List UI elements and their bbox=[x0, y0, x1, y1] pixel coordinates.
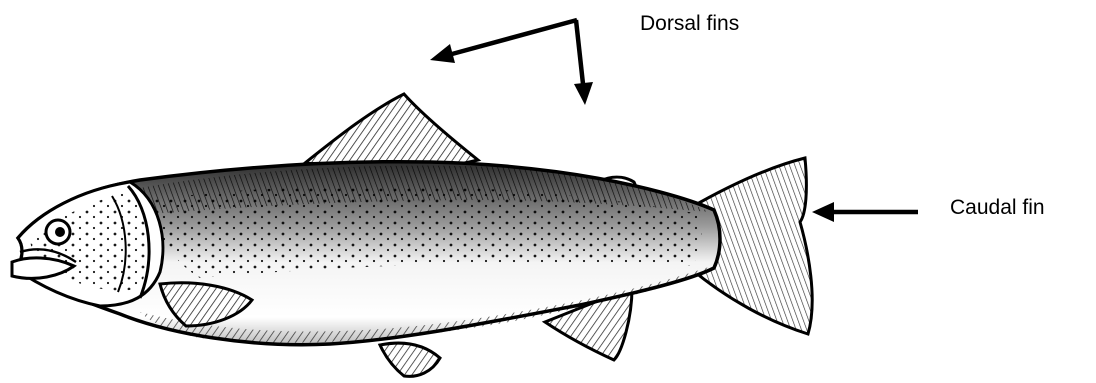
trout-illustration bbox=[12, 94, 812, 376]
caudal-arrow bbox=[812, 202, 918, 222]
pelvic-fin bbox=[380, 343, 440, 376]
fish-head bbox=[12, 182, 163, 306]
dorsal-arrow-down bbox=[574, 20, 593, 105]
dorsal-fins-label: Dorsal fins bbox=[640, 13, 739, 34]
caudal-fin-label: Caudal fin bbox=[950, 197, 1045, 218]
dorsal-fin-front bbox=[305, 94, 478, 170]
dorsal-arrow-left bbox=[430, 20, 577, 63]
